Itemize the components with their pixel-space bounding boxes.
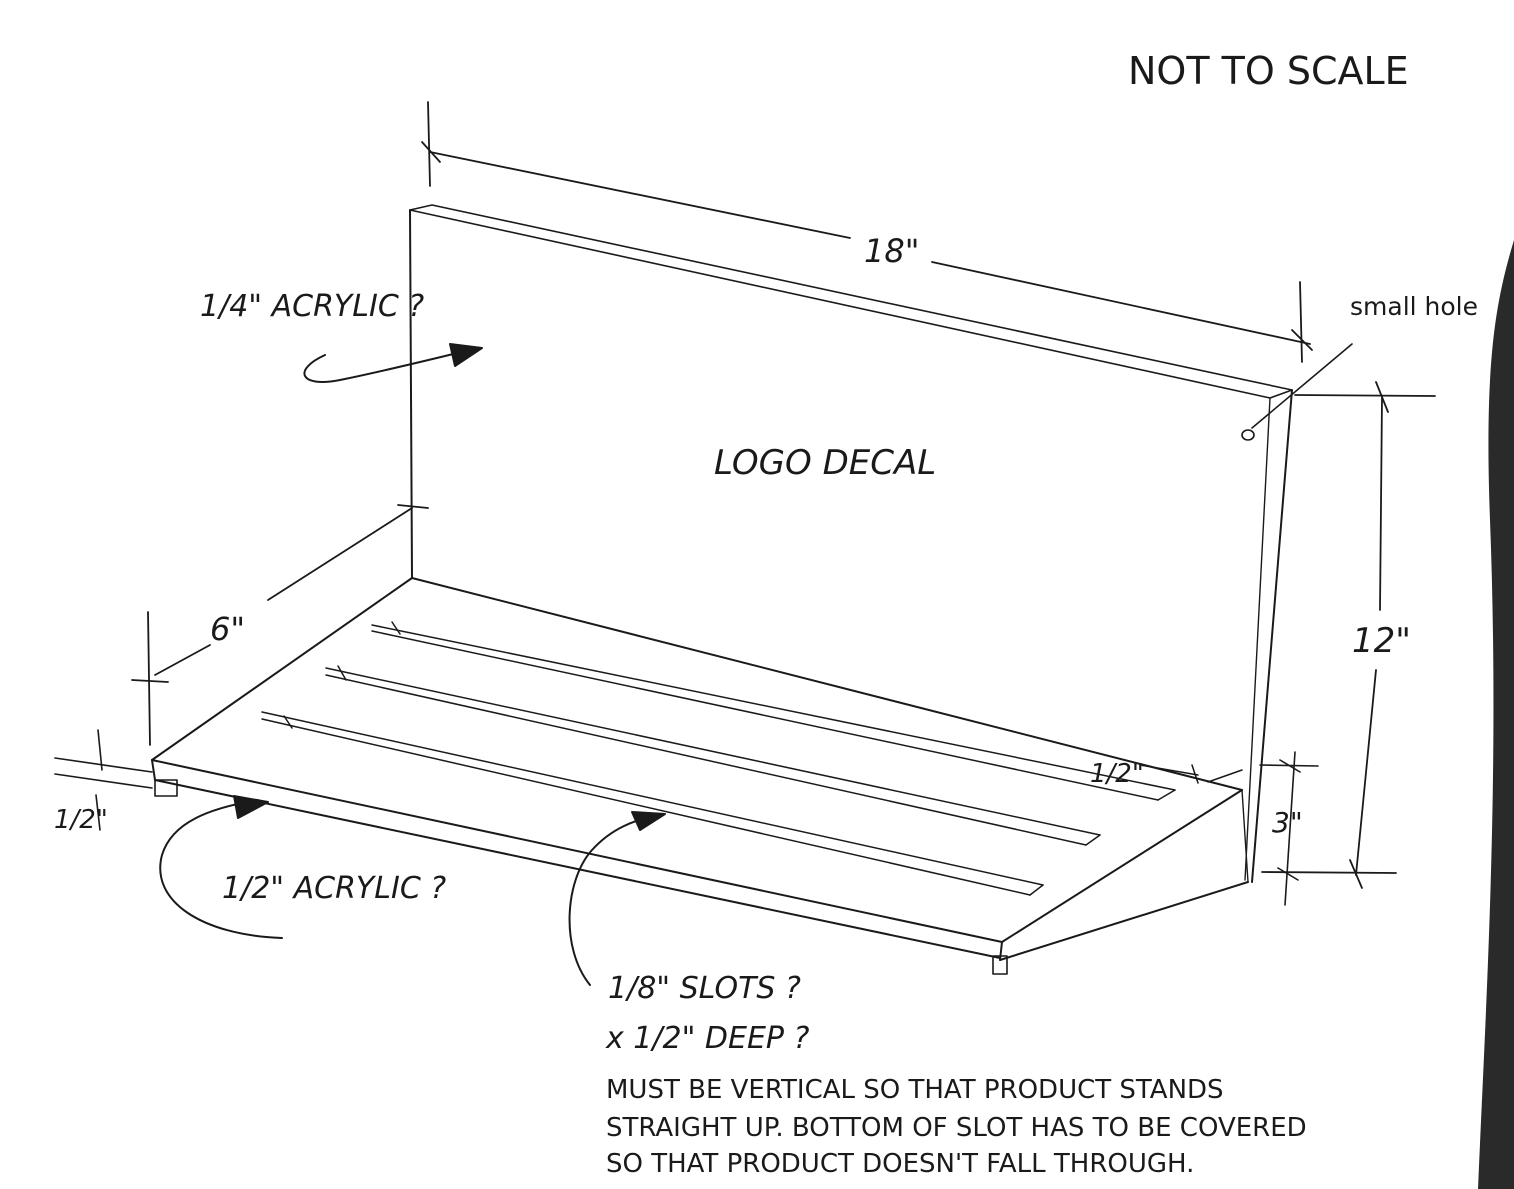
dimension-18 [421,101,1313,363]
dimension-3 [1259,751,1319,906]
dimension-base-thickness [54,729,153,831]
hole-callout [1241,343,1353,441]
dimension-3-label: 3" [1272,806,1303,839]
dimension-slot-inset [1139,764,1243,784]
logo-decal-label: LOGO DECAL [714,443,936,483]
arrow-base-material [159,795,283,939]
slot-1 [371,621,1176,801]
arrow-slots [568,811,666,986]
dimension-6 [131,504,429,746]
slot-3 [261,711,1044,896]
back-panel [409,204,1293,883]
paper-edge-shadow [1478,0,1514,1189]
slot-2 [325,665,1101,846]
requirement-note-line3: SO THAT PRODUCT DOESN'T FALL THROUGH. [606,1149,1194,1179]
back-material-callout: 1/4" ACRYLIC ? [200,289,424,324]
slots-callout-line1: 1/8" SLOTS ? [608,971,801,1006]
not-to-scale-note: NOT TO SCALE [1128,49,1409,93]
dimension-18-label: 18" [864,232,919,270]
base-material-callout: 1/2" ACRYLIC ? [222,871,446,906]
dimension-base-thickness-label: 1/2" [54,805,108,835]
base-plate [151,577,1249,975]
dimension-12-label: 12" [1352,621,1411,661]
dimension-slot-inset-label: 1/2" [1090,759,1144,789]
hole-callout-label: small hole [1350,292,1478,321]
slots [261,621,1176,896]
requirement-note-line1: MUST BE VERTICAL SO THAT PRODUCT STANDS [606,1075,1224,1105]
dimension-6-label: 6" [210,610,245,648]
requirement-note-line2: STRAIGHT UP. BOTTOM OF SLOT HAS TO BE CO… [606,1113,1307,1143]
slots-callout-line2: x 1/2" DEEP ? [605,1021,810,1056]
arrow-back-material [303,343,483,383]
